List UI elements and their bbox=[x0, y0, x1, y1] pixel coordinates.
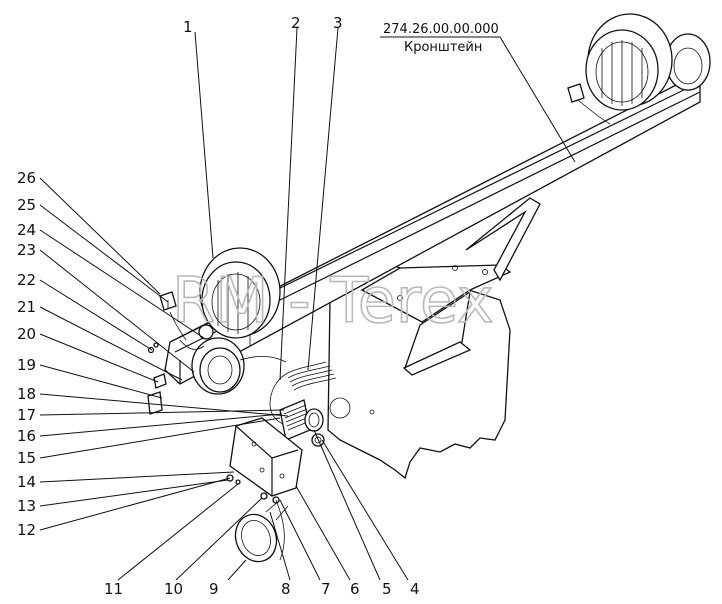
small-marker-lamp bbox=[179, 324, 245, 395]
callout-numbers: 1 2 3 4 5 6 7 8 9 10 11 12 13 14 15 16 1… bbox=[17, 14, 420, 598]
assembly-name: Кронштейн bbox=[404, 40, 482, 55]
callout-23: 23 bbox=[17, 241, 36, 259]
callout-10: 10 bbox=[164, 580, 183, 598]
watermark: RM - Terex bbox=[172, 264, 494, 337]
callout-20: 20 bbox=[17, 325, 36, 343]
leader-lines bbox=[39, 27, 409, 581]
assembly-code: 274.26.00.00.000 bbox=[383, 22, 499, 37]
callout-16: 16 bbox=[17, 427, 36, 445]
work-lamp-left bbox=[199, 247, 281, 339]
callout-15: 15 bbox=[17, 449, 36, 467]
callout-1: 1 bbox=[183, 18, 193, 36]
callout-12: 12 bbox=[17, 521, 36, 539]
callout-19: 19 bbox=[17, 356, 36, 374]
connector-block bbox=[279, 399, 325, 447]
callout-13: 13 bbox=[17, 497, 36, 515]
callout-4: 4 bbox=[410, 580, 420, 598]
callout-5: 5 bbox=[382, 580, 392, 598]
callout-25: 25 bbox=[17, 196, 36, 214]
control-box bbox=[226, 417, 303, 504]
callout-11: 11 bbox=[104, 580, 123, 598]
wiring-harness bbox=[239, 356, 337, 427]
callout-3: 3 bbox=[333, 14, 343, 32]
callout-22: 22 bbox=[17, 271, 36, 289]
callout-6: 6 bbox=[350, 580, 360, 598]
callout-21: 21 bbox=[17, 298, 36, 316]
callout-2: 2 bbox=[291, 14, 301, 32]
callout-9: 9 bbox=[209, 580, 219, 598]
assembly-title: 274.26.00.00.000 Кронштейн bbox=[380, 22, 576, 163]
horn-lamp bbox=[234, 499, 289, 563]
callout-26: 26 bbox=[17, 169, 36, 187]
callout-8: 8 bbox=[281, 580, 291, 598]
callout-18: 18 bbox=[17, 385, 36, 403]
callout-7: 7 bbox=[321, 580, 331, 598]
callout-24: 24 bbox=[17, 221, 36, 239]
callout-14: 14 bbox=[17, 473, 36, 491]
upright-bracket bbox=[360, 264, 512, 376]
callout-17: 17 bbox=[17, 406, 36, 424]
upper-right-lamp bbox=[567, 13, 711, 125]
